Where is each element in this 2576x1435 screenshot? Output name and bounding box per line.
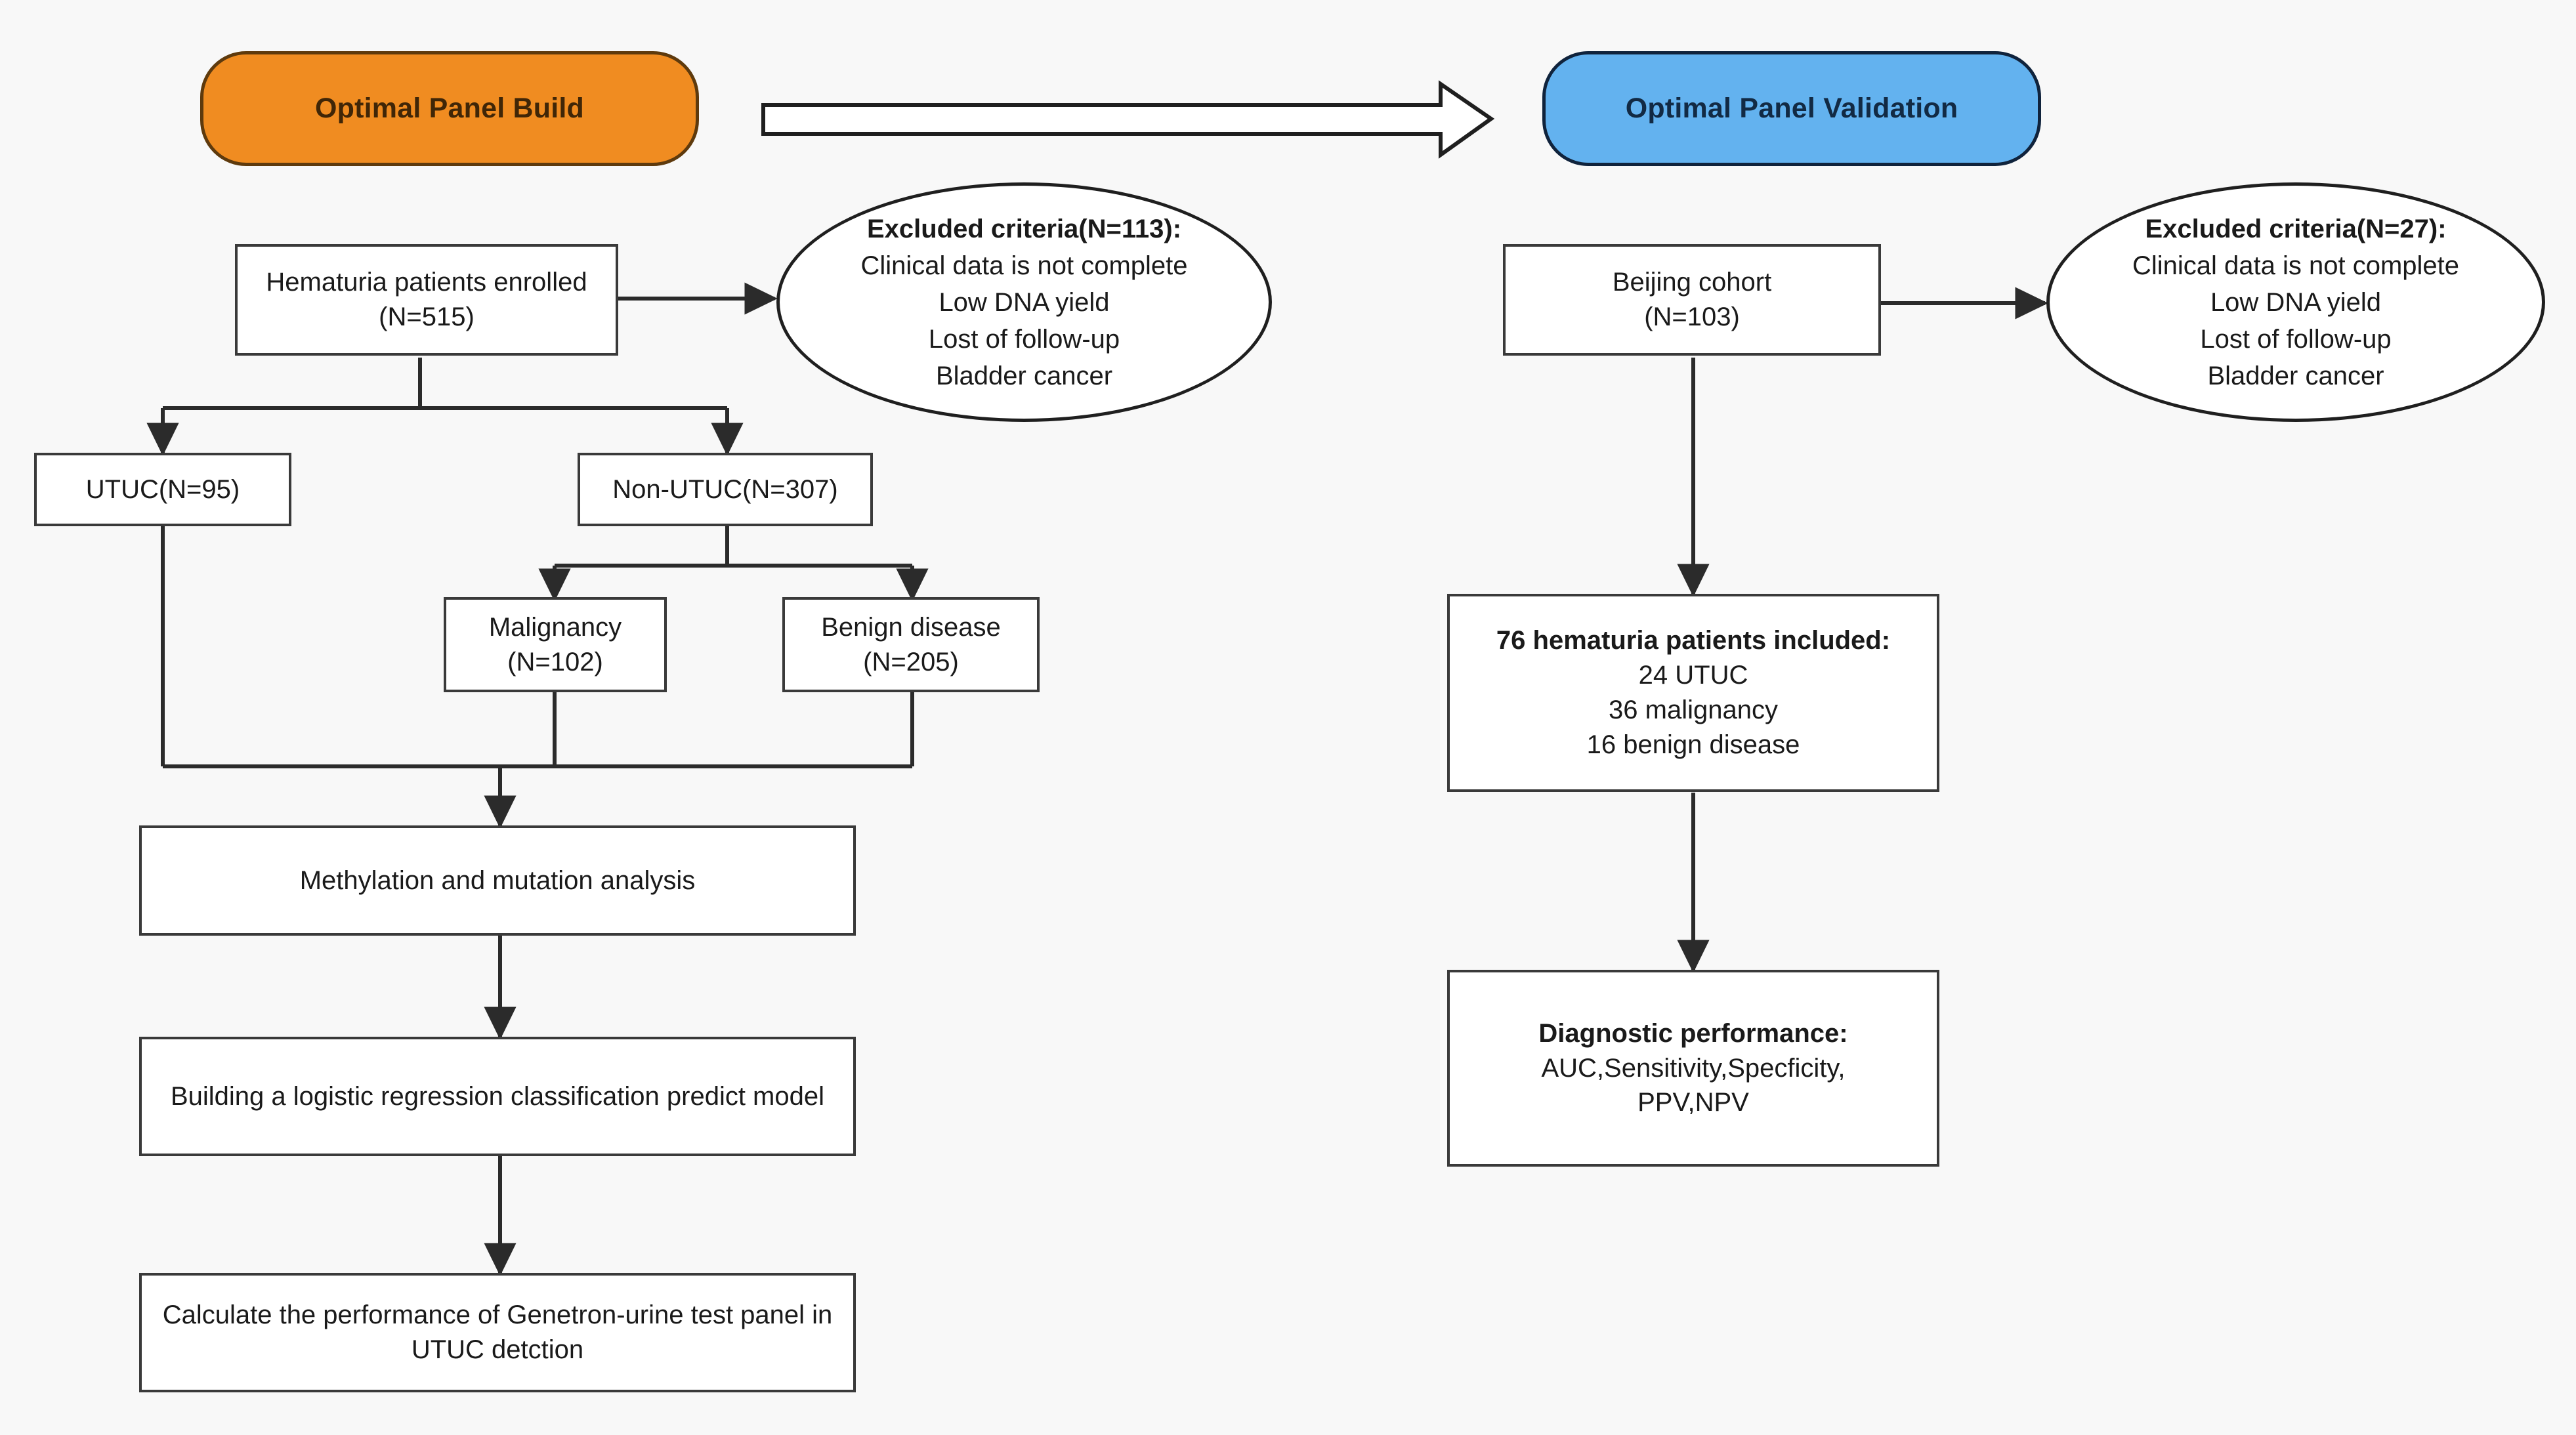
box-utuc-label: UTUC(N=95) xyxy=(85,474,240,504)
box-diagnostic-label: Diagnostic performance: AUC,Sensitivity,… xyxy=(1527,1016,1859,1120)
diagnostic-item-1: PPV,NPV xyxy=(1637,1088,1749,1117)
excluded-left-text: Excluded criteria(N=113): Clinical data … xyxy=(860,211,1187,394)
box-methylation-mutation-analysis[interactable]: Methylation and mutation analysis xyxy=(139,825,856,936)
box-hematuria-enrolled-label: Hematuria patients enrolled (N=515) xyxy=(254,265,599,335)
ellipse-excluded-criteria-right[interactable]: Excluded criteria(N=27): Clinical data i… xyxy=(2046,182,2545,422)
excluded-left-heading: Excluded criteria(N=113): xyxy=(866,214,1182,243)
box-performance-label: Calculate the performance of Genetron-ur… xyxy=(162,1300,833,1364)
box-malignancy-label: Malignancy (N=102) xyxy=(477,610,633,680)
box-benign-disease[interactable]: Benign disease (N=205) xyxy=(782,597,1040,692)
box-non-utuc[interactable]: Non-UTUC(N=307) xyxy=(578,453,873,526)
ellipse-excluded-criteria-left[interactable]: Excluded criteria(N=113): Clinical data … xyxy=(776,182,1272,422)
box-beijing-cohort-label: Beijing cohort (N=103) xyxy=(1601,265,1783,335)
excluded-right-item-1: Low DNA yield xyxy=(2210,287,2382,317)
panel-transition-arrow xyxy=(761,80,1495,159)
box-calculate-performance[interactable]: Calculate the performance of Genetron-ur… xyxy=(139,1273,856,1392)
excluded-left-item-1: Low DNA yield xyxy=(939,287,1110,317)
excluded-right-item-0: Clinical data is not complete xyxy=(2132,251,2460,280)
excluded-right-item-2: Lost of follow-up xyxy=(2200,324,2392,354)
benign-line2: (N=205) xyxy=(863,647,959,676)
header-optimal-panel-build[interactable]: Optimal Panel Build xyxy=(200,51,699,166)
enrolled-line2: (N=515) xyxy=(379,302,475,331)
box-malignancy[interactable]: Malignancy (N=102) xyxy=(444,597,667,692)
excluded-left-item-3: Bladder cancer xyxy=(935,361,1113,390)
box-hematuria-enrolled[interactable]: Hematuria patients enrolled (N=515) xyxy=(235,244,618,356)
box-analysis-label: Methylation and mutation analysis xyxy=(299,865,696,895)
excluded-right-text: Excluded criteria(N=27): Clinical data i… xyxy=(2132,211,2459,394)
excluded-right-heading: Excluded criteria(N=27): xyxy=(2145,214,2447,243)
header-optimal-panel-validation[interactable]: Optimal Panel Validation xyxy=(1542,51,2041,166)
box-beijing-cohort[interactable]: Beijing cohort (N=103) xyxy=(1503,244,1881,356)
box-model-label: Building a logistic regression classific… xyxy=(170,1081,825,1111)
excluded-right-item-3: Bladder cancer xyxy=(2207,361,2384,390)
benign-line1: Benign disease xyxy=(821,612,1001,642)
malignancy-line2: (N=102) xyxy=(507,647,603,676)
box-logistic-regression-model[interactable]: Building a logistic regression classific… xyxy=(139,1037,856,1156)
malignancy-line1: Malignancy xyxy=(488,612,622,642)
included-heading: 76 hematuria patients included: xyxy=(1496,626,1891,655)
included-item-0: 24 UTUC xyxy=(1638,661,1748,690)
box-benign-disease-label: Benign disease (N=205) xyxy=(809,610,1013,680)
diagnostic-heading: Diagnostic performance: xyxy=(1538,1018,1848,1048)
cohort-line1: Beijing cohort xyxy=(1612,268,1772,297)
box-included-label: 76 hematuria patients included: 24 UTUC … xyxy=(1485,623,1902,762)
box-utuc[interactable]: UTUC(N=95) xyxy=(34,453,291,526)
cohort-line2: (N=103) xyxy=(1644,302,1740,331)
box-diagnostic-performance[interactable]: Diagnostic performance: AUC,Sensitivity,… xyxy=(1447,970,1939,1167)
included-item-1: 36 malignancy xyxy=(1609,696,1778,724)
excluded-left-item-0: Clinical data is not complete xyxy=(860,251,1188,280)
box-non-utuc-label: Non-UTUC(N=307) xyxy=(612,474,838,504)
header-right-label: Optimal Panel Validation xyxy=(1625,93,1958,124)
included-item-2: 16 benign disease xyxy=(1586,730,1800,759)
excluded-left-item-2: Lost of follow-up xyxy=(928,324,1120,354)
diagnostic-item-0: AUC,Sensitivity,Specficity, xyxy=(1541,1053,1846,1083)
header-left-label: Optimal Panel Build xyxy=(315,93,584,124)
enrolled-line1: Hematuria patients enrolled xyxy=(266,268,587,297)
box-included-patients[interactable]: 76 hematuria patients included: 24 UTUC … xyxy=(1447,594,1939,792)
